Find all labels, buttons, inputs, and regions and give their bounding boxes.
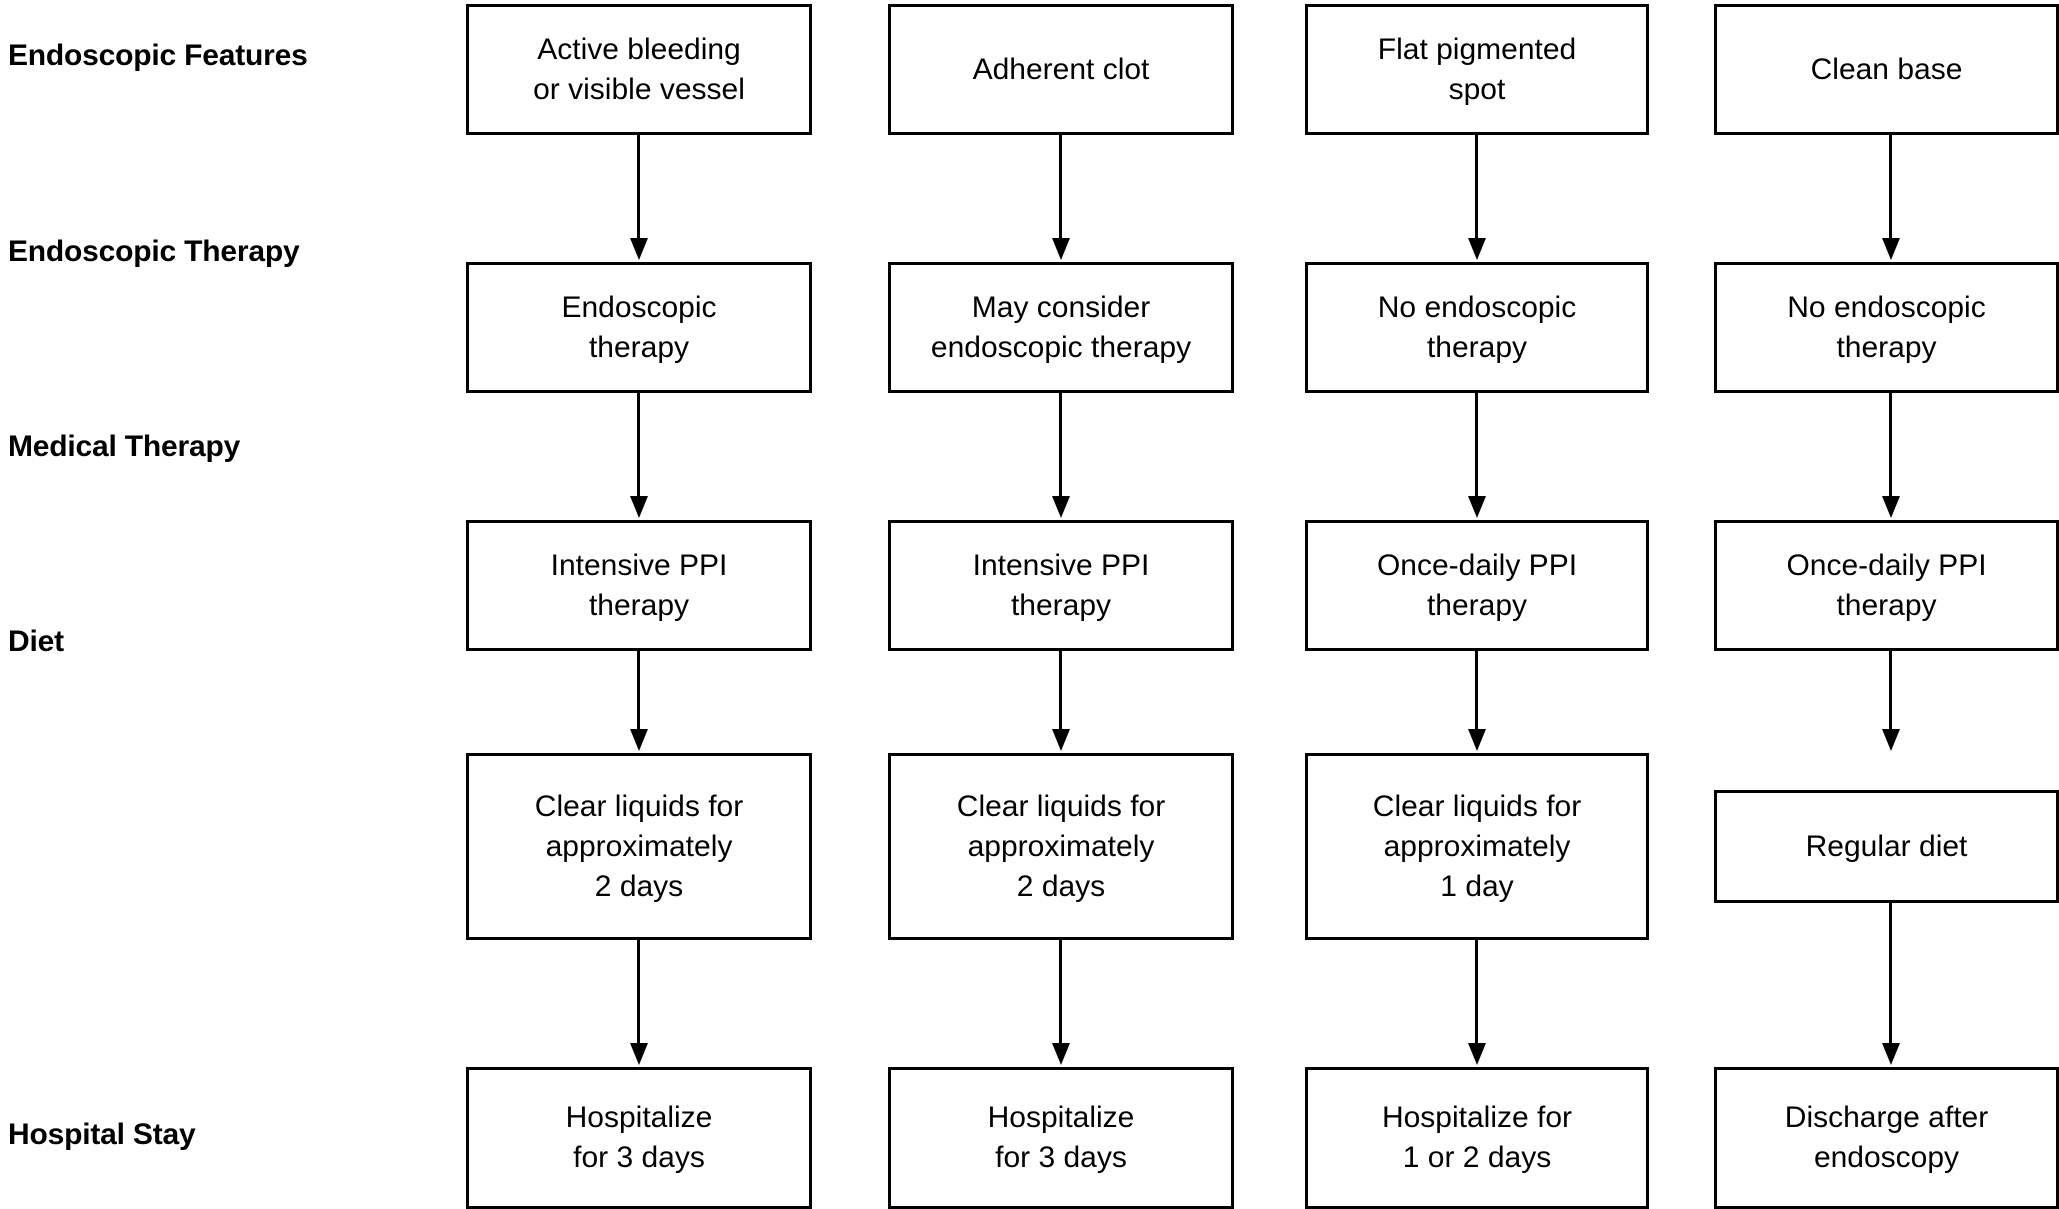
- arrow-col1-medical-to-diet: [626, 651, 652, 751]
- arrow-col2-features-to-therapy: [1048, 135, 1074, 260]
- node-col2-endoscopic-features[interactable]: Adherent clot: [888, 4, 1234, 135]
- arrow-col2-endoscopic-to-medical: [1048, 393, 1074, 518]
- node-col4-diet[interactable]: Regular diet: [1714, 790, 2059, 903]
- node-text: Hospitalize for 1 or 2 days: [1381, 1101, 1573, 1174]
- node-col1-medical-therapy[interactable]: Intensive PPI therapy: [466, 520, 812, 651]
- node-col1-endoscopic-features[interactable]: Active bleeding or visible vessel: [466, 4, 812, 135]
- node-text: Active bleeding or visible vessel: [533, 32, 745, 106]
- node-text: No endoscopic therapy: [1787, 290, 1986, 364]
- arrow-col4-diet-to-hospital: [1878, 903, 1904, 1065]
- node-text: Endoscopic therapy: [561, 290, 717, 364]
- node-text: Hospitalize for 3 days: [987, 1101, 1135, 1174]
- arrow-col3-endoscopic-to-medical: [1464, 393, 1490, 518]
- node-text: Clear liquids for approximately 2 days: [534, 789, 744, 903]
- node-text: May consider endoscopic therapy: [930, 290, 1192, 364]
- node-text: Clear liquids for approximately 1 day: [1372, 789, 1582, 903]
- node-col3-endoscopic-features[interactable]: Flat pigmented spot: [1305, 4, 1649, 135]
- node-col3-medical-therapy[interactable]: Once-daily PPI therapy: [1305, 520, 1649, 651]
- arrow-col2-medical-to-diet: [1048, 651, 1074, 751]
- node-col4-endoscopic-therapy[interactable]: No endoscopic therapy: [1714, 262, 2059, 393]
- arrow-col1-diet-to-hospital: [626, 940, 652, 1065]
- arrow-col4-features-to-therapy: [1878, 135, 1904, 260]
- node-col1-diet[interactable]: Clear liquids for approximately 2 days: [466, 753, 812, 940]
- node-text: Intensive PPI therapy: [550, 548, 728, 622]
- node-text: Intensive PPI therapy: [972, 548, 1150, 622]
- arrow-col1-features-to-therapy: [626, 135, 652, 260]
- arrow-col4-medical-to-diet: [1878, 651, 1904, 751]
- node-text: Discharge after endoscopy: [1784, 1101, 1989, 1174]
- arrow-col3-medical-to-diet: [1464, 651, 1490, 751]
- node-text: Adherent clot: [972, 52, 1150, 86]
- arrow-col4-endoscopic-to-medical: [1878, 393, 1904, 518]
- node-col4-endoscopic-features[interactable]: Clean base: [1714, 4, 2059, 135]
- node-col2-medical-therapy[interactable]: Intensive PPI therapy: [888, 520, 1234, 651]
- node-col3-hospital-stay[interactable]: Hospitalize for 1 or 2 days: [1305, 1067, 1649, 1209]
- node-text: Flat pigmented spot: [1377, 32, 1577, 106]
- arrow-col3-features-to-therapy: [1464, 135, 1490, 260]
- row-label-endoscopic-therapy: Endoscopic Therapy: [8, 235, 300, 268]
- node-col3-diet[interactable]: Clear liquids for approximately 1 day: [1305, 753, 1649, 940]
- node-text: No endoscopic therapy: [1377, 290, 1577, 364]
- node-text: Regular diet: [1805, 829, 1968, 863]
- node-text: Once-daily PPI therapy: [1376, 548, 1578, 622]
- row-label-hospital-stay: Hospital Stay: [8, 1118, 196, 1151]
- node-col4-hospital-stay[interactable]: Discharge after endoscopy: [1714, 1067, 2059, 1209]
- arrow-col3-diet-to-hospital: [1464, 940, 1490, 1065]
- node-col4-medical-therapy[interactable]: Once-daily PPI therapy: [1714, 520, 2059, 651]
- row-label-endoscopic-features: Endoscopic Features: [8, 39, 308, 72]
- node-col2-endoscopic-therapy[interactable]: May consider endoscopic therapy: [888, 262, 1234, 393]
- node-text: Clean base: [1810, 52, 1963, 86]
- node-col2-hospital-stay[interactable]: Hospitalize for 3 days: [888, 1067, 1234, 1209]
- arrow-col1-endoscopic-to-medical: [626, 393, 652, 518]
- node-col2-diet[interactable]: Clear liquids for approximately 2 days: [888, 753, 1234, 940]
- node-text: Hospitalize for 3 days: [565, 1101, 713, 1174]
- node-col1-hospital-stay[interactable]: Hospitalize for 3 days: [466, 1067, 812, 1209]
- node-text: Clear liquids for approximately 2 days: [956, 789, 1166, 903]
- node-col3-endoscopic-therapy[interactable]: No endoscopic therapy: [1305, 262, 1649, 393]
- row-label-medical-therapy: Medical Therapy: [8, 430, 241, 463]
- node-col1-endoscopic-therapy[interactable]: Endoscopic therapy: [466, 262, 812, 393]
- arrow-col2-diet-to-hospital: [1048, 940, 1074, 1065]
- node-text: Once-daily PPI therapy: [1786, 548, 1987, 622]
- row-label-diet: Diet: [8, 625, 64, 658]
